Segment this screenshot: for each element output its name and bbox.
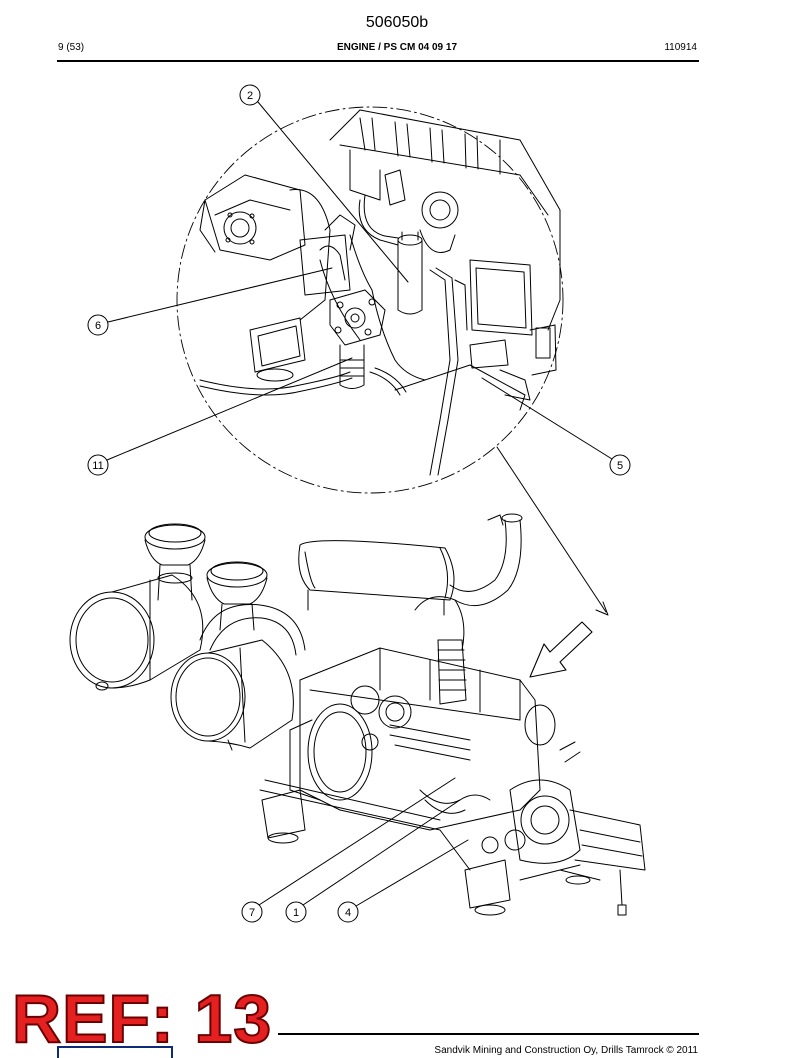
callout-2-label: 2 xyxy=(247,90,253,102)
callout-5-label: 5 xyxy=(617,460,623,472)
detail-view xyxy=(199,109,561,476)
callout-4 xyxy=(337,839,469,923)
page-number: 9 (53) xyxy=(58,42,85,53)
header-rule xyxy=(57,60,699,62)
callout-7-label: 7 xyxy=(249,907,255,919)
detail-leader-arrowhead xyxy=(595,601,609,616)
callout-4-label: 4 xyxy=(345,907,351,919)
section-title: ENGINE / PS CM 04 09 17 xyxy=(336,42,458,53)
callout-11-label: 11 xyxy=(92,460,103,472)
date-code: 110914 xyxy=(664,42,697,53)
main-view xyxy=(69,513,646,916)
callout-2 xyxy=(239,84,409,283)
detail-leader xyxy=(496,446,607,613)
callout-6 xyxy=(87,267,333,336)
callout-1-label: 1 xyxy=(293,907,299,919)
callout-5 xyxy=(481,377,631,476)
ref-stamp: REF: 13 xyxy=(11,981,273,1057)
callout-1 xyxy=(285,799,461,923)
callout-6-label: 6 xyxy=(95,320,101,332)
footer-copyright: Sandvik Mining and Construction Oy, Dril… xyxy=(434,1045,698,1056)
callout-11 xyxy=(87,357,353,476)
callout-7 xyxy=(241,777,456,923)
footer-rule xyxy=(278,1033,699,1035)
document-code: 506050b xyxy=(365,14,429,31)
brand-logo xyxy=(57,1046,173,1058)
direction-arrow xyxy=(529,621,593,678)
detail-circle xyxy=(176,106,564,494)
